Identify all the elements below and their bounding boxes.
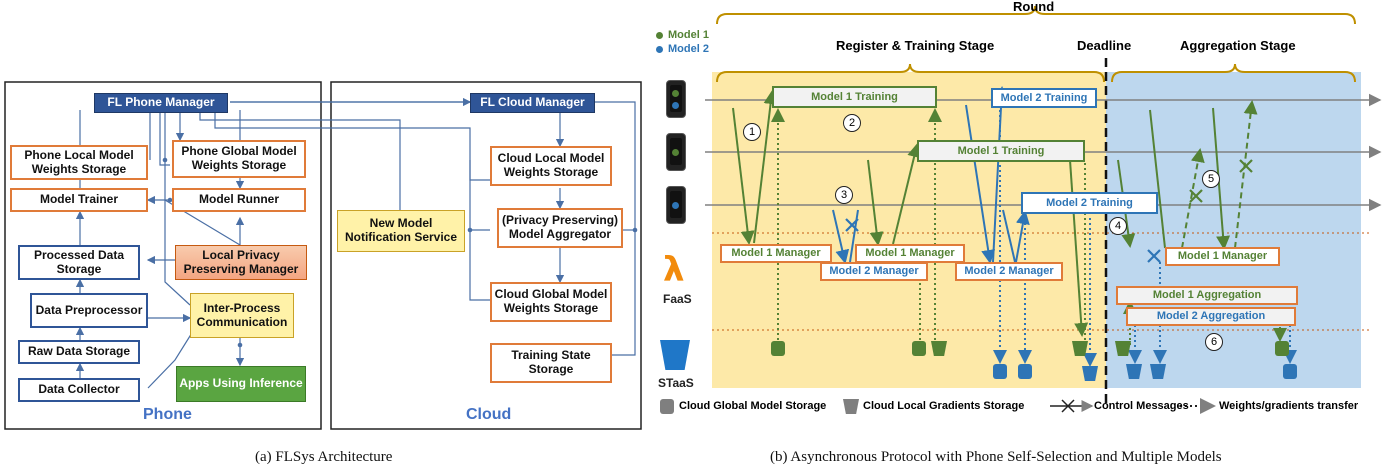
model1-legend-dot: [656, 32, 663, 39]
local-gradients-icon: [931, 341, 947, 356]
register-stage-region: [712, 72, 1106, 388]
legend-global-storage-label: Cloud Global Model Storage: [679, 400, 827, 412]
model2-legend-label: Model 2: [668, 43, 709, 55]
phone-global-model-weights-storage: Phone Global Model Weights Storage: [172, 140, 306, 178]
legend-graphics: [1050, 398, 1216, 414]
cloud-panel-label: Cloud: [466, 406, 512, 423]
global-storage-icon: [1018, 364, 1032, 379]
apps-using-inference: Apps Using Inference: [176, 366, 306, 402]
staas-label: STaaS: [658, 376, 694, 390]
phone-icon: [666, 186, 686, 224]
data-preprocessor: Data Preprocessor: [30, 293, 148, 328]
model2-manager-box: Model 2 Manager: [820, 262, 928, 281]
inter-process-communication: Inter-Process Communication: [190, 293, 294, 338]
step-4-marker: 4: [1109, 217, 1127, 235]
processed-data-storage: Processed Data Storage: [18, 245, 140, 280]
global-storage-icon: [1283, 364, 1297, 379]
model1-manager-box: Model 1 Manager: [855, 244, 965, 263]
legend-control-label: Control Messages: [1094, 400, 1189, 412]
training-state-storage: Training State Storage: [490, 343, 612, 383]
phone-panel: [4, 81, 322, 430]
model1-manager-box: Model 1 Manager: [1165, 247, 1280, 266]
model2-training-box: Model 2 Training: [991, 88, 1097, 108]
model2-manager-box: Model 2 Manager: [955, 262, 1063, 281]
model1-failed-arrows: [1181, 100, 1258, 249]
phone-icon: [666, 80, 686, 118]
model-aggregator: (Privacy Preserving) Model Aggregator: [497, 208, 623, 248]
model2-cross-marks: [845, 218, 1161, 263]
faas-label: FaaS: [663, 292, 692, 306]
model1-legend-label: Model 1: [668, 29, 709, 41]
legend-transfer-label: Weights/gradients transfer: [1219, 400, 1359, 412]
global-storage-icon: [993, 364, 1007, 379]
register-stage-label: Register & Training Stage: [836, 38, 995, 53]
aggregation-stage-region: [1106, 72, 1361, 388]
step-6-marker: 6: [1205, 333, 1223, 351]
step-1-marker: 1: [743, 123, 761, 141]
phone-icon: [666, 133, 686, 171]
local-gradients-icon: [1072, 341, 1088, 356]
phone-panel-label: Phone: [143, 406, 192, 423]
legend-local-gradients-icon: [843, 399, 859, 414]
cloud-panel: [330, 81, 642, 430]
model1-cross-marks: [1189, 159, 1253, 203]
legend-local-gradients-label: Cloud Local Gradients Storage: [863, 400, 1025, 412]
model1-training-box: Model 1 Training: [772, 86, 937, 108]
model-trainer: Model Trainer: [10, 188, 148, 212]
local-gradients-icon: [1126, 364, 1142, 379]
stage-brackets: [716, 5, 1356, 83]
legend-global-storage-icon: [660, 399, 674, 414]
aggregation-stage-label: Aggregation Stage: [1180, 38, 1296, 53]
phone-local-model-weights-storage: Phone Local Model Weights Storage: [10, 145, 148, 180]
global-storage-icon: [771, 341, 785, 356]
cloud-local-model-weights-storage: Cloud Local Model Weights Storage: [490, 146, 612, 186]
local-privacy-preserving-manager: Local Privacy Preserving Manager: [175, 245, 307, 280]
local-gradients-icon: [1082, 366, 1098, 381]
step-2-marker: 2: [843, 114, 861, 132]
model2-legend-dot: [656, 46, 663, 53]
fl-phone-manager: FL Phone Manager: [94, 93, 228, 113]
cloud-global-model-weights-storage: Cloud Global Model Weights Storage: [490, 282, 612, 322]
local-gradients-icon: [1150, 364, 1166, 379]
bucket-icon: [660, 340, 690, 370]
step-3-marker: 3: [835, 186, 853, 204]
local-gradients-icon: [1115, 341, 1131, 356]
model2-weight-transfers: [993, 105, 1297, 367]
model2-training-box: Model 2 Training: [1021, 192, 1158, 214]
model1-training-box: Model 1 Training: [917, 140, 1085, 162]
fl-cloud-manager: FL Cloud Manager: [470, 93, 595, 113]
data-collector: Data Collector: [18, 378, 140, 402]
model1-manager-box: Model 1 Manager: [720, 244, 832, 263]
new-model-notification-service: New Model Notification Service: [337, 210, 465, 252]
model1-aggregation-box: Model 1 Aggregation: [1116, 286, 1298, 305]
deadline-label: Deadline: [1077, 38, 1132, 53]
model-runner: Model Runner: [172, 188, 306, 212]
model2-aggregation-box: Model 2 Aggregation: [1126, 307, 1296, 326]
caption-b: (b) Asynchronous Protocol with Phone Sel…: [770, 449, 1222, 465]
step-5-marker: 5: [1202, 170, 1220, 188]
raw-data-storage: Raw Data Storage: [18, 340, 140, 364]
global-storage-icon: [1275, 341, 1289, 356]
lambda-icon: λ: [663, 250, 685, 290]
caption-a: (a) FLSys Architecture: [255, 449, 393, 465]
global-storage-icon: [912, 341, 926, 356]
round-label: Round: [1013, 0, 1055, 14]
